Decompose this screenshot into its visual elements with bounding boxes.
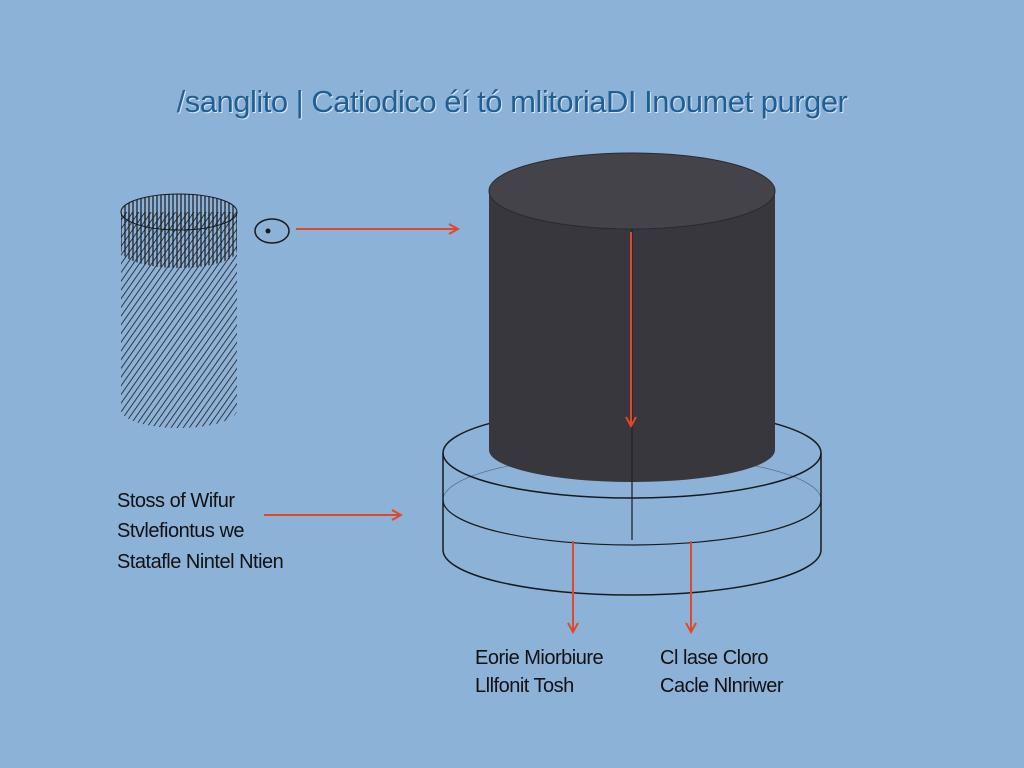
hatched-cylinder — [120, 193, 238, 428]
diagram-title: /sanglito | Catiodico éí tó mlitoriaDI I… — [176, 84, 848, 119]
base-disk-mid-line — [442, 499, 822, 546]
hatched-cylinder-top — [120, 193, 238, 231]
base-disk-sides — [442, 453, 822, 596]
bottom-right-label-1: Cl lase Cloro — [660, 647, 768, 669]
left-label-1: Stoss of Wifur — [117, 490, 235, 512]
bottom-left-label-1: Eorie Miorbiure — [475, 647, 604, 669]
left-label-3: Statafle Nintel Ntien — [117, 551, 284, 573]
arrows — [264, 229, 691, 632]
bottom-right-label-2: Cacle Nlnriwer — [660, 675, 784, 697]
left-label-2: Stvlefiontus we — [117, 520, 245, 542]
main-cylinder-top — [488, 152, 776, 230]
circle-marker — [254, 218, 290, 244]
hatched-cylinder-body — [121, 212, 237, 428]
bottom-left-label-2: Lllfonit Tosh — [475, 675, 574, 697]
